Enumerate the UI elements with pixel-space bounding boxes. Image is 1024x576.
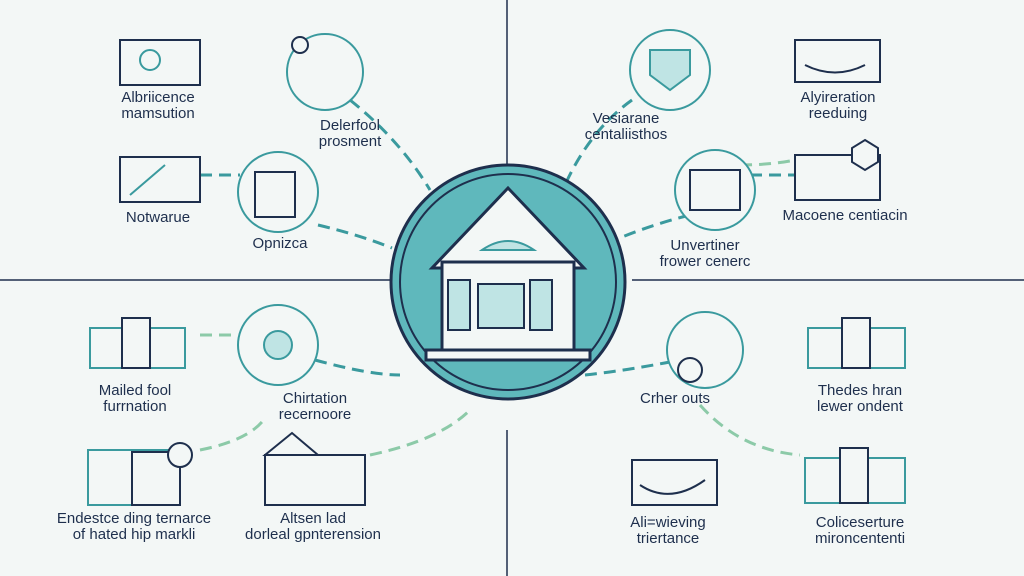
label-line: Macoene centiacin: [782, 207, 908, 224]
label-line: Endestce ding ternarce: [56, 510, 212, 527]
label-line: Notwarue: [125, 209, 191, 226]
label-line: Opnizca: [252, 235, 308, 252]
label-line: centaliisthos: [584, 126, 668, 143]
monitor-icon: [794, 39, 881, 83]
dashboard-icon: [87, 442, 193, 506]
globe-hand-icon: [666, 311, 744, 389]
label-line: Crher outs: [639, 390, 711, 407]
globe-hand-icon: [286, 33, 364, 111]
storefront-icon: [807, 317, 906, 369]
label-line: Albriicence: [121, 89, 195, 106]
label-line: reeduing: [808, 105, 868, 122]
label-line: Mailed fool: [98, 382, 172, 399]
label-line: Altsen lad: [280, 510, 346, 527]
monitor-icon: [631, 459, 718, 506]
label-line: of hated hip markli: [72, 526, 196, 543]
label-line: Ali=wieving: [630, 514, 706, 531]
storefront-icon: [89, 317, 186, 369]
label-line: Coliceserture: [815, 514, 905, 531]
label-line: Alyireration: [800, 89, 876, 106]
monitor-icon: [119, 39, 201, 86]
shield-circle-icon: [674, 149, 756, 231]
label-line: dorleal gpnterension: [245, 526, 381, 543]
globe-hand-icon: [237, 304, 319, 386]
center-hub: [389, 163, 627, 401]
label-line: prosment: [318, 133, 382, 150]
label-line: Thedes hran: [817, 382, 903, 399]
label-line: Chirtation: [282, 390, 348, 407]
tablet-icon: [119, 156, 201, 203]
node-label: Macoene centiacin: [782, 208, 907, 224]
label-line: furrnation: [103, 398, 167, 415]
shield-circle-icon: [629, 29, 711, 111]
label-line: mironcententi: [814, 530, 906, 547]
document-circle-icon: [237, 151, 319, 233]
label-line: lewer ondent: [817, 398, 903, 415]
label-line: recernoore: [278, 406, 352, 423]
label-line: Delerfool: [319, 117, 381, 134]
node-label: Notwarue: [126, 210, 190, 226]
house-outline-icon: [262, 431, 366, 506]
label-line: mamsution: [121, 105, 195, 122]
node-label: Opnizca: [252, 236, 307, 252]
house-icon: [424, 185, 592, 362]
label-line: triertance: [636, 530, 700, 547]
label-line: frower cenerc: [659, 253, 751, 270]
monitor-badge-icon: [794, 138, 881, 201]
storefront-icon: [804, 447, 906, 504]
label-line: Unvertiner: [670, 237, 740, 254]
label-line: Vesiarane: [592, 110, 660, 127]
node-label: Crher outs: [640, 391, 710, 407]
